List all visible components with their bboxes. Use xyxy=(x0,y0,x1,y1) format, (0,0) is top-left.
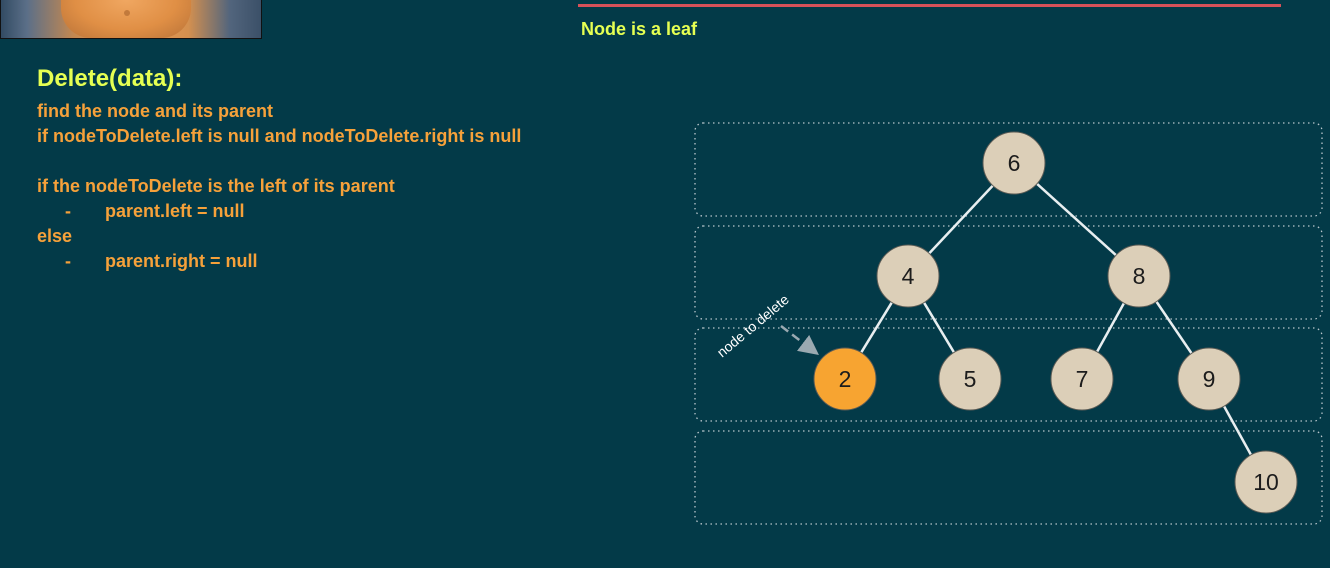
code-line-if-left: if the nodeToDelete is the left of its p… xyxy=(37,176,395,196)
tree-node-circle xyxy=(1050,347,1114,411)
tree-level-1-box xyxy=(694,225,1323,320)
bullet-dash: - xyxy=(65,251,71,271)
code-line-else: else xyxy=(37,226,73,246)
tree-node-label: 10 xyxy=(1253,469,1279,495)
tree-node-label: 7 xyxy=(1076,366,1089,392)
annotation-label: node to delete xyxy=(714,291,792,360)
tree-edge-8-7 xyxy=(1095,302,1126,353)
code-line-parent-right: parent.right = null xyxy=(105,251,258,271)
code-line-if-leaf: if nodeToDelete.left is null and nodeToD… xyxy=(37,126,522,146)
presenter-shirt xyxy=(61,0,191,38)
tree-edge-6-8 xyxy=(1036,182,1117,257)
tree-node-2: 2 xyxy=(813,347,877,411)
delete-annotation: node to delete xyxy=(714,291,792,360)
tree-node-label: 4 xyxy=(902,263,915,289)
tree-node-7: 7 xyxy=(1050,347,1114,411)
code-line-find: find the node and its parent xyxy=(37,101,274,121)
tree-node-label: 9 xyxy=(1203,366,1216,392)
algorithm-title: Delete(data): xyxy=(37,65,183,92)
tree-node-label: 8 xyxy=(1133,263,1146,289)
annotation-arrow xyxy=(780,325,819,356)
tree-node-6: 6 xyxy=(982,131,1046,195)
tree-edge-6-4 xyxy=(928,184,994,255)
tree-node-label: 5 xyxy=(964,366,977,392)
tree-edge-9-10 xyxy=(1222,405,1253,456)
tree-node-9: 9 xyxy=(1177,347,1241,411)
tree-edge-8-9 xyxy=(1155,300,1193,355)
tree-node-4: 4 xyxy=(876,244,940,308)
tree-level-0-box xyxy=(694,122,1323,217)
tree-edge-4-5 xyxy=(922,301,956,354)
tree-node-circle xyxy=(1177,347,1241,411)
case-title: Node is a leaf xyxy=(581,19,698,39)
tree-node-circle xyxy=(982,131,1046,195)
code-line-parent-left: parent.left = null xyxy=(105,201,245,221)
tree-node-circle xyxy=(1107,244,1171,308)
tree-node-5: 5 xyxy=(938,347,1002,411)
tree-node-10: 10 xyxy=(1234,450,1298,514)
tree-node-label: 2 xyxy=(839,366,852,392)
tree-node-8: 8 xyxy=(1107,244,1171,308)
presenter-webcam xyxy=(0,0,262,39)
shirt-button xyxy=(124,10,130,16)
tree-node-circle xyxy=(876,244,940,308)
tree-level-3-box xyxy=(694,430,1323,525)
tree-node-circle xyxy=(938,347,1002,411)
tree-node-label: 6 xyxy=(1008,150,1021,176)
tree-level-2-box xyxy=(694,327,1323,422)
tree-node-circle xyxy=(813,347,877,411)
header-accent-rule xyxy=(578,4,1281,7)
bullet-dash: - xyxy=(65,201,71,221)
tree-node-circle xyxy=(1234,450,1298,514)
tree-edge-4-2 xyxy=(860,301,893,354)
